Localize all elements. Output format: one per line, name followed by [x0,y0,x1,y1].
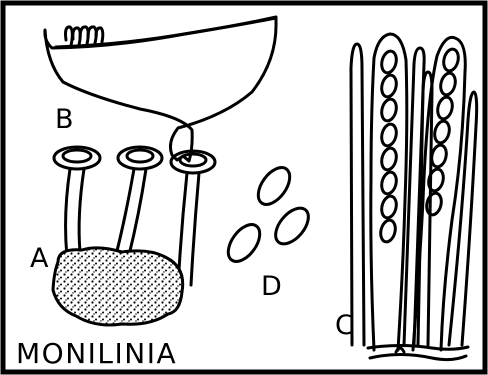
label-d: D [261,271,282,302]
figure-title: MONILINIA [16,337,177,370]
label-a: A [30,243,49,274]
label-c: C [335,310,354,341]
label-b: B [55,104,74,135]
